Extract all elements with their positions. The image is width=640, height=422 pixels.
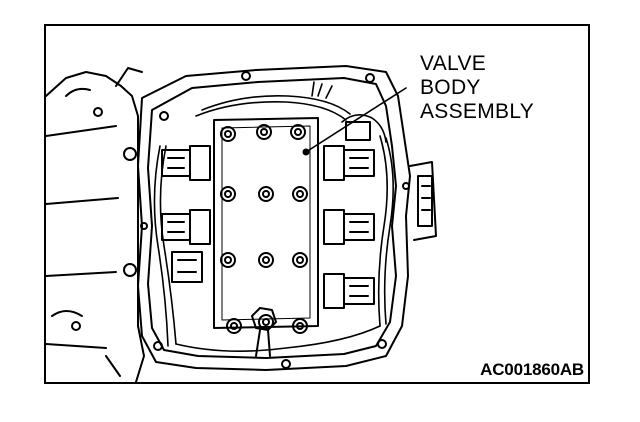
- valve-body-plate: [213, 117, 319, 329]
- right-solenoids: [323, 121, 375, 309]
- side-bracket: [409, 161, 437, 241]
- left-solenoids: [161, 145, 211, 283]
- callout-leader-line: [305, 87, 407, 153]
- callout-line-3: ASSEMBLY: [420, 100, 535, 123]
- figure-code: AC001860AB: [480, 360, 584, 379]
- illustration-frame: VALVE BODY ASSEMBLY AC001860AB: [44, 24, 590, 384]
- wiring-harness: [153, 81, 394, 352]
- pan-flange: [137, 65, 411, 371]
- valve-body-callout: VALVE BODY ASSEMBLY: [420, 52, 534, 124]
- callout-line-2: BODY: [420, 76, 481, 99]
- callout-line-1: VALVE: [420, 52, 487, 75]
- transmission-case: [46, 67, 145, 382]
- callout-leader-dot: [302, 148, 310, 156]
- valve-body-bolts: [220, 124, 308, 334]
- lower-connector: [251, 307, 277, 357]
- valve-body-illustration: [46, 65, 437, 382]
